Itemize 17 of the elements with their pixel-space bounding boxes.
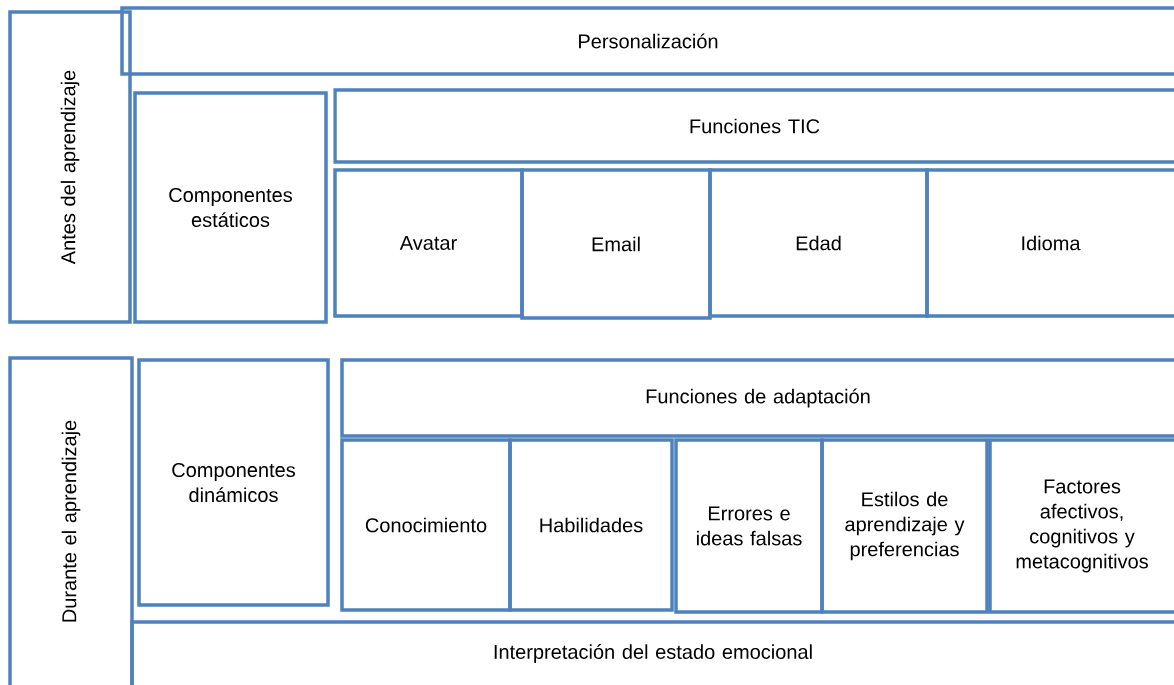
box: Personalización (120, 6, 1174, 76)
box: Durante el aprendizaje (8, 356, 134, 685)
box: Antes del aprendizaje (8, 10, 132, 324)
box: Funciones de adaptación (340, 358, 1174, 438)
box: Idioma (925, 168, 1174, 318)
box: Interpretación del estado emocional (130, 620, 1174, 685)
box: Componentes estáticos (133, 91, 328, 324)
box: Habilidades (508, 438, 674, 612)
box: Email (520, 168, 712, 320)
box: Funciones TIC (333, 88, 1174, 164)
box: Estilos de aprendizaje y preferencias (820, 438, 989, 614)
box: Avatar (333, 168, 524, 318)
box: Errores e ideas falsas (674, 438, 824, 614)
box: Componentes dinámicos (137, 358, 330, 607)
box: Factores afectivos, cognitivos y metacognitivos (988, 438, 1174, 614)
box: Conocimiento (340, 438, 512, 612)
box: Edad (708, 168, 929, 318)
